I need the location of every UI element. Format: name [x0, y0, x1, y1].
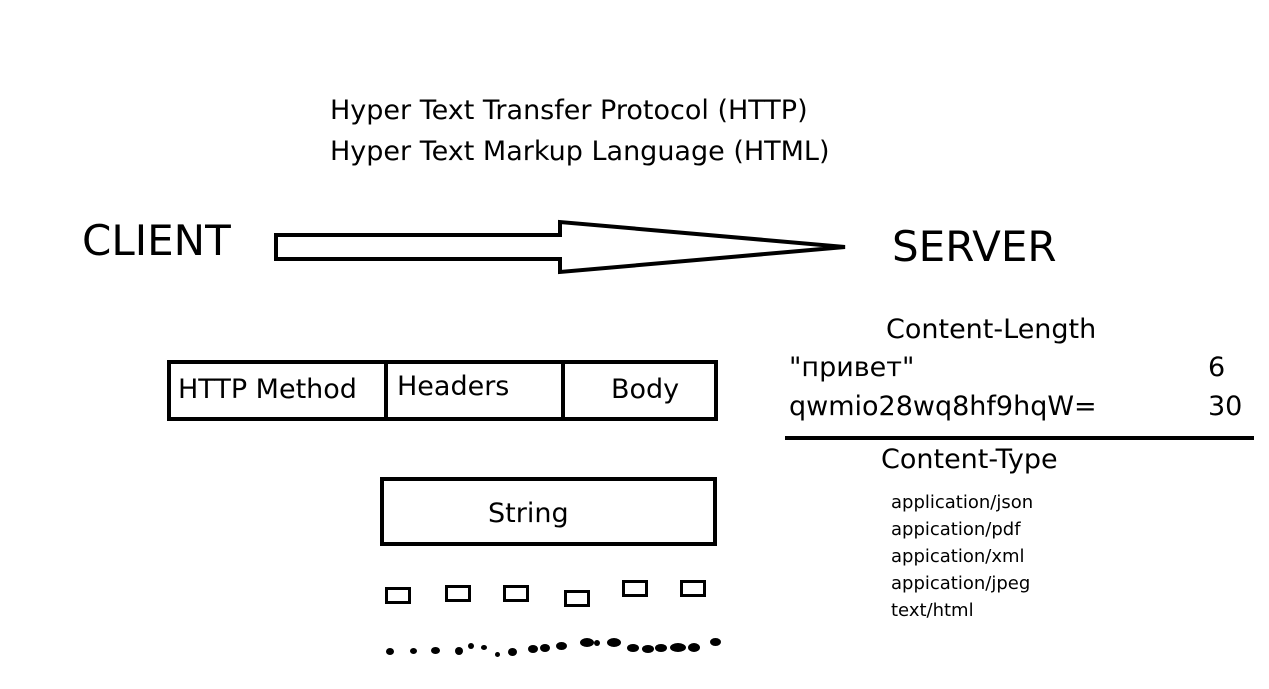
- dot: [670, 643, 686, 652]
- dot: [528, 645, 538, 653]
- dot: [540, 644, 550, 652]
- dot: [710, 638, 721, 646]
- content-length-example-text: "привет": [789, 352, 915, 383]
- request-divider: [561, 364, 565, 417]
- content-length-heading: Content-Length: [886, 314, 1097, 345]
- dot: [642, 645, 654, 653]
- dot: [386, 648, 394, 655]
- arrow-shape: [274, 219, 846, 275]
- dot: [481, 645, 487, 650]
- dot: [508, 648, 517, 656]
- request-divider: [384, 364, 388, 417]
- content-type-heading: Content-Type: [881, 444, 1058, 475]
- content-length-example-text: qwmio28wq8hf9hqW=: [789, 391, 1097, 422]
- request-structure-box: HTTP Method Headers Body: [167, 360, 718, 421]
- small-box: [503, 585, 529, 602]
- headers-label: Headers: [397, 371, 510, 402]
- body-label: Body: [611, 374, 680, 405]
- dot: [580, 638, 594, 647]
- title-line-html: Hyper Text Markup Language (HTML): [330, 136, 830, 167]
- dot: [607, 638, 621, 647]
- small-box: [622, 580, 648, 597]
- client-label: CLIENT: [82, 216, 231, 265]
- content-length-example-value: 6: [1208, 352, 1226, 383]
- dot: [455, 647, 463, 655]
- small-box: [385, 587, 411, 604]
- dot: [594, 640, 600, 646]
- dot: [655, 644, 667, 652]
- title-line-http: Hyper Text Transfer Protocol (HTTP): [330, 95, 808, 126]
- small-box: [680, 580, 706, 597]
- dot: [468, 643, 474, 649]
- section-separator: [785, 436, 1254, 440]
- content-type-item: text/html: [891, 600, 974, 621]
- content-type-item: appication/jpeg: [891, 573, 1031, 594]
- content-length-example-value: 30: [1208, 391, 1243, 422]
- http-method-label: HTTP Method: [178, 374, 357, 405]
- string-box: String: [380, 477, 717, 546]
- dot: [556, 642, 567, 650]
- dot: [431, 647, 440, 654]
- content-type-item: appication/xml: [891, 546, 1025, 567]
- server-label: SERVER: [892, 222, 1057, 271]
- content-type-item: application/json: [891, 492, 1034, 513]
- small-box: [445, 585, 471, 602]
- dot: [627, 644, 639, 652]
- dot: [688, 643, 700, 652]
- string-label: String: [488, 498, 569, 529]
- small-box: [564, 590, 590, 607]
- dot: [410, 648, 417, 654]
- dot: [495, 652, 500, 657]
- content-type-item: appication/pdf: [891, 519, 1021, 540]
